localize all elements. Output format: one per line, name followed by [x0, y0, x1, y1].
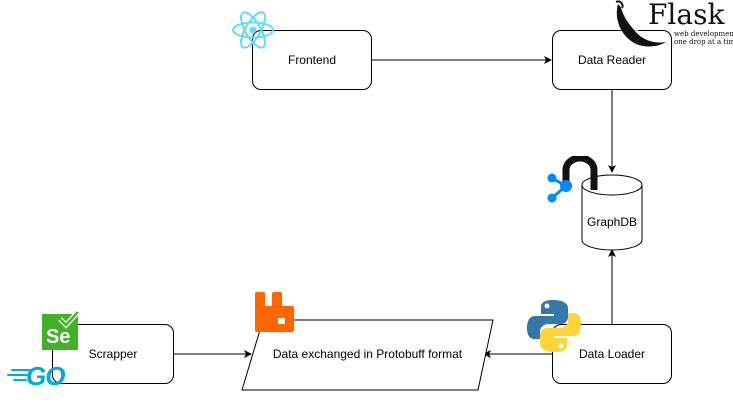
go-speed-lines-icon — [7, 369, 31, 381]
scrapper-node[interactable]: Scrapper — [52, 324, 174, 384]
flask-tagline-1: web development, — [674, 30, 733, 38]
data-exchange-label: Data exchanged in Protobuff format — [272, 347, 463, 361]
graphdb-cylinder — [581, 174, 643, 251]
selenium-text: Se — [46, 326, 71, 348]
flask-wordmark: Flask — [648, 0, 725, 31]
selenium-logo: Se — [42, 310, 80, 350]
frontend-label: Frontend — [287, 53, 337, 67]
flask-tagline-2: one drop at a time — [674, 38, 733, 46]
flask-logo: Flask web development, one drop at a tim… — [612, 0, 733, 52]
checkmark-icon — [58, 310, 80, 329]
data-reader-label: Data Reader — [577, 53, 647, 67]
neo4j-logo-icon — [547, 156, 598, 203]
scrapper-label: Scrapper — [88, 347, 138, 361]
frontend-node[interactable]: Frontend — [252, 30, 372, 90]
flask-horn-icon — [615, 0, 666, 47]
graphdb-label: GraphDB — [586, 215, 638, 229]
data-exchange-shape — [241, 319, 494, 391]
data-loader-label: Data Loader — [578, 347, 646, 361]
python-logo-icon — [527, 300, 581, 352]
go-logo: GO — [6, 362, 76, 392]
go-text: GO — [26, 361, 65, 391]
rabbitmq-logo-icon — [255, 292, 294, 332]
react-logo-icon — [232, 11, 274, 49]
